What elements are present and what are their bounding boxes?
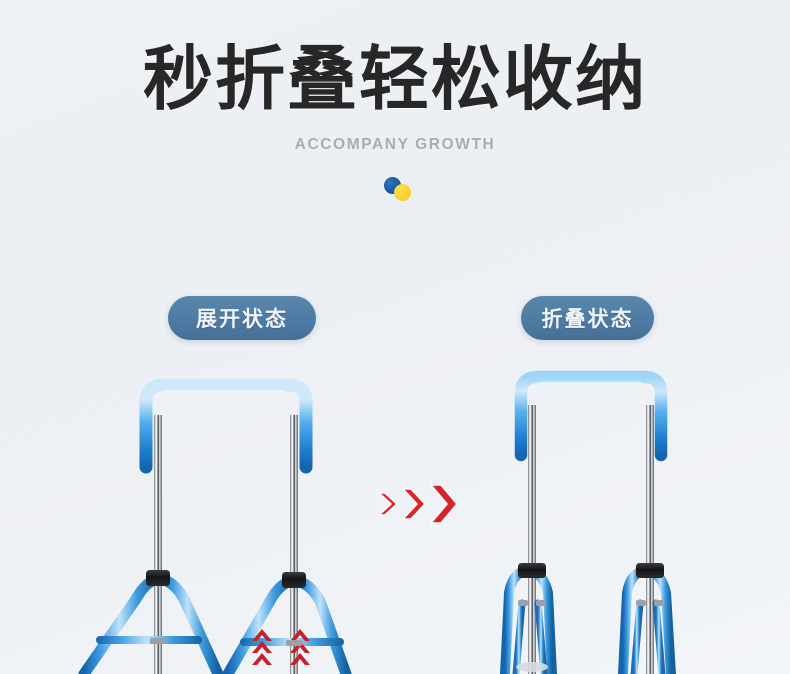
pullup-bar-folded <box>488 355 698 674</box>
chevron-right-icon <box>378 484 458 524</box>
badge-unfolded-state: 展开状态 <box>168 296 316 340</box>
page-title: 秒折叠轻松收纳 <box>143 38 647 120</box>
leg-warning-chevrons <box>252 629 310 665</box>
transition-arrows <box>377 480 461 528</box>
page-header: 秒折叠轻松收纳 ACCOMPANY GROWTH <box>0 0 790 202</box>
pullup-bar-unfolded <box>78 355 352 674</box>
badge-folded-state: 折叠状态 <box>521 296 654 340</box>
decorative-dots <box>365 168 425 202</box>
yellow-dot-icon <box>394 184 411 201</box>
page-subtitle: ACCOMPANY GROWTH <box>294 136 496 153</box>
equipment-stage <box>0 355 790 674</box>
